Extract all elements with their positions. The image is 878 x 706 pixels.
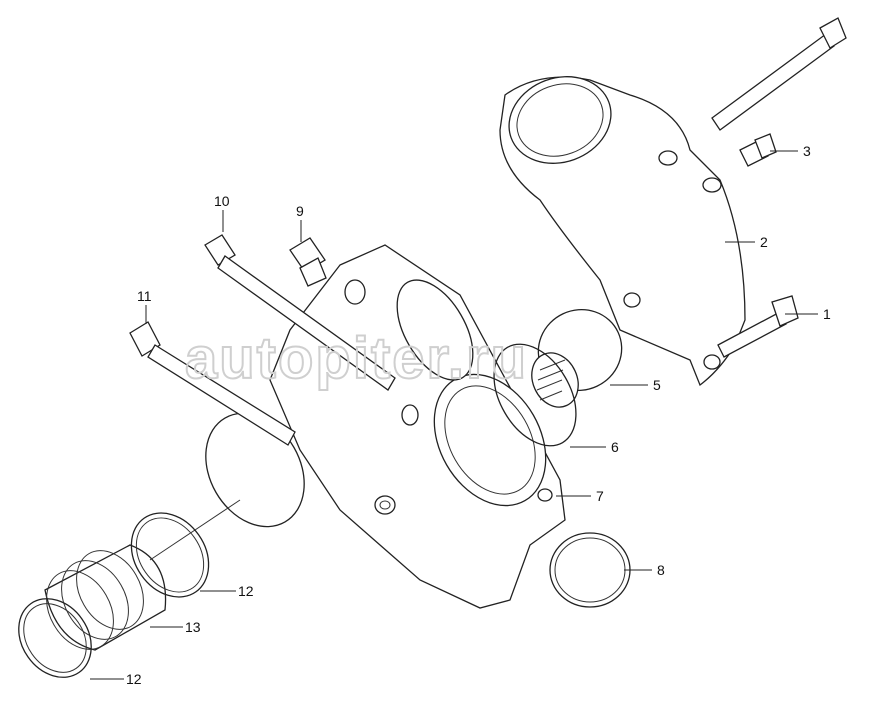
callout-10: 10 <box>214 193 230 209</box>
part-13-pipe <box>44 499 241 651</box>
watermark: autopiter.ru <box>185 326 528 391</box>
callout-5: 5 <box>653 377 661 393</box>
part-1-bolt <box>717 295 799 358</box>
callout-9: 9 <box>296 203 304 219</box>
callout-12-upper: 12 <box>238 583 254 599</box>
callout-13: 13 <box>185 619 201 635</box>
part-8-o-ring <box>549 532 631 608</box>
callout-8: 8 <box>657 562 665 578</box>
part-2-outlet-elbow <box>499 76 746 387</box>
callout-7: 7 <box>596 488 604 504</box>
callout-6: 6 <box>611 439 619 455</box>
callout-12-lower: 12 <box>126 671 142 687</box>
part-9-plug <box>289 237 327 287</box>
part-3-short-bolt <box>739 133 777 167</box>
callout-11: 11 <box>137 288 152 304</box>
bolt-long-top <box>711 17 847 131</box>
leader-lines <box>90 150 818 680</box>
callout-1: 1 <box>823 306 831 322</box>
part-5-thermostat <box>531 308 623 408</box>
part-11-bolt <box>129 321 296 446</box>
part-7-thermostat-housing <box>205 244 566 609</box>
part-12-ring-upper <box>130 512 210 598</box>
part-12-ring-lower <box>18 598 92 678</box>
callout-2: 2 <box>760 234 768 250</box>
callout-3: 3 <box>803 143 811 159</box>
part-6-gasket <box>493 343 577 447</box>
part-10-bolt <box>204 234 396 391</box>
